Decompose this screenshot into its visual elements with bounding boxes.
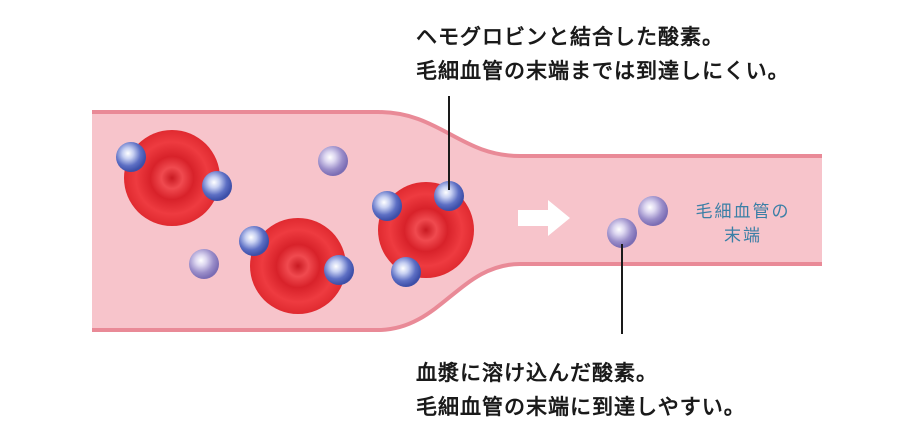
capillary-label-line2: 末端 — [724, 226, 762, 246]
callout-plasma-line1: 血漿に溶け込んだ酸素。 — [416, 361, 658, 385]
bound-oxygen — [239, 226, 269, 256]
bound-oxygen — [372, 191, 402, 221]
capillary-end-label: 毛細血管の 末端 — [688, 200, 798, 248]
bound-oxygen — [391, 257, 421, 287]
bound-oxygen — [324, 255, 354, 285]
dissolved-oxygen — [318, 146, 348, 176]
capillary-label-line1: 毛細血管の — [695, 202, 791, 222]
red-blood-cell — [124, 130, 220, 226]
callout-plasma-line2: 毛細血管の末端に到達しやすい。 — [416, 395, 746, 419]
callout-plasma-oxygen: 血漿に溶け込んだ酸素。 毛細血管の末端に到達しやすい。 — [416, 356, 746, 424]
dissolved-oxygen — [607, 218, 637, 248]
bound-oxygen — [116, 142, 146, 172]
red-blood-cell — [250, 218, 346, 314]
bound-oxygen — [202, 171, 232, 201]
callout-hemoglobin-oxygen: ヘモグロビンと結合した酸素。 毛細血管の末端までは到達しにくい。 — [416, 20, 790, 88]
bound-oxygen — [434, 181, 464, 211]
callout-hemoglobin-line2: 毛細血管の末端までは到達しにくい。 — [416, 59, 790, 83]
flow-arrow-icon — [518, 200, 570, 236]
dissolved-oxygen — [189, 249, 219, 279]
vessel-wall-bottom — [92, 262, 822, 332]
callout-hemoglobin-line1: ヘモグロビンと結合した酸素。 — [416, 25, 724, 49]
dissolved-oxygen — [638, 196, 668, 226]
